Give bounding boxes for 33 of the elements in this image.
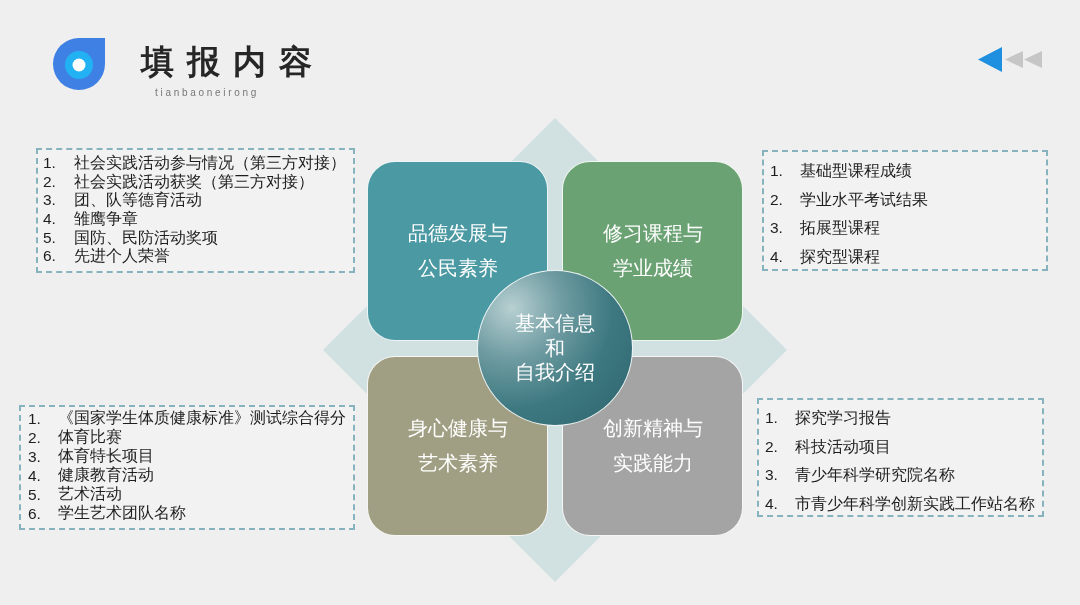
tile-label: 身心健康与艺术素养 <box>406 415 509 477</box>
list-item: 2. 体育比赛 <box>28 428 122 447</box>
page-subtitle: tianbaoneirong <box>155 87 259 99</box>
list-item: 5. 国防、民防活动奖项 <box>43 228 218 248</box>
circle-label: 自我介绍 <box>515 360 595 385</box>
tile-label: 修习课程与学业成绩 <box>601 220 704 282</box>
tile-label: 创新精神与实践能力 <box>601 415 704 477</box>
list-item: 1. 《国家学生体质健康标准》测试综合得分 <box>28 409 346 428</box>
list-item: 3. 团、队等德育活动 <box>43 191 202 210</box>
page-title: 填报内容 <box>141 42 325 82</box>
circle-label: 和 <box>545 335 565 361</box>
list-item: 4. 探究型课程 <box>770 246 880 268</box>
dashed-list-panel <box>757 398 1044 517</box>
list-item: 6. 先进个人荣誉 <box>43 247 170 267</box>
list-item: 3. 拓展型课程 <box>770 218 880 239</box>
list-item: 1. 基础型课程成绩 <box>770 161 912 182</box>
list-item: 5. 艺术活动 <box>28 485 122 504</box>
list-item: 3. 青少年科学研究院名称 <box>765 465 955 487</box>
circle-label: 基本信息 <box>515 311 595 336</box>
list-item: 4. 市青少年科学创新实践工作站名称 <box>765 494 1035 516</box>
list-item: 6. 学生艺术团队名称 <box>28 504 186 523</box>
dashed-list-panel <box>762 150 1048 271</box>
list-item: 1. 社会实践活动参与情况（第三方对接） <box>43 154 346 173</box>
list-item: 2. 社会实践活动获奖（第三方对接） <box>43 172 314 191</box>
tile-label: 品德发展与公民素养 <box>406 220 509 282</box>
list-item: 1. 探究学习报告 <box>765 408 891 429</box>
list-item: 3. 体育特长项目 <box>28 447 154 466</box>
list-item: 2. 科技活动项目 <box>765 436 891 458</box>
list-item: 4. 健康教育活动 <box>28 466 154 485</box>
list-item: 4. 雏鹰争章 <box>43 210 138 229</box>
dashed-list-panel <box>36 148 355 273</box>
dashed-list-panel <box>19 405 355 530</box>
list-item: 2. 学业水平考试结果 <box>770 189 928 211</box>
